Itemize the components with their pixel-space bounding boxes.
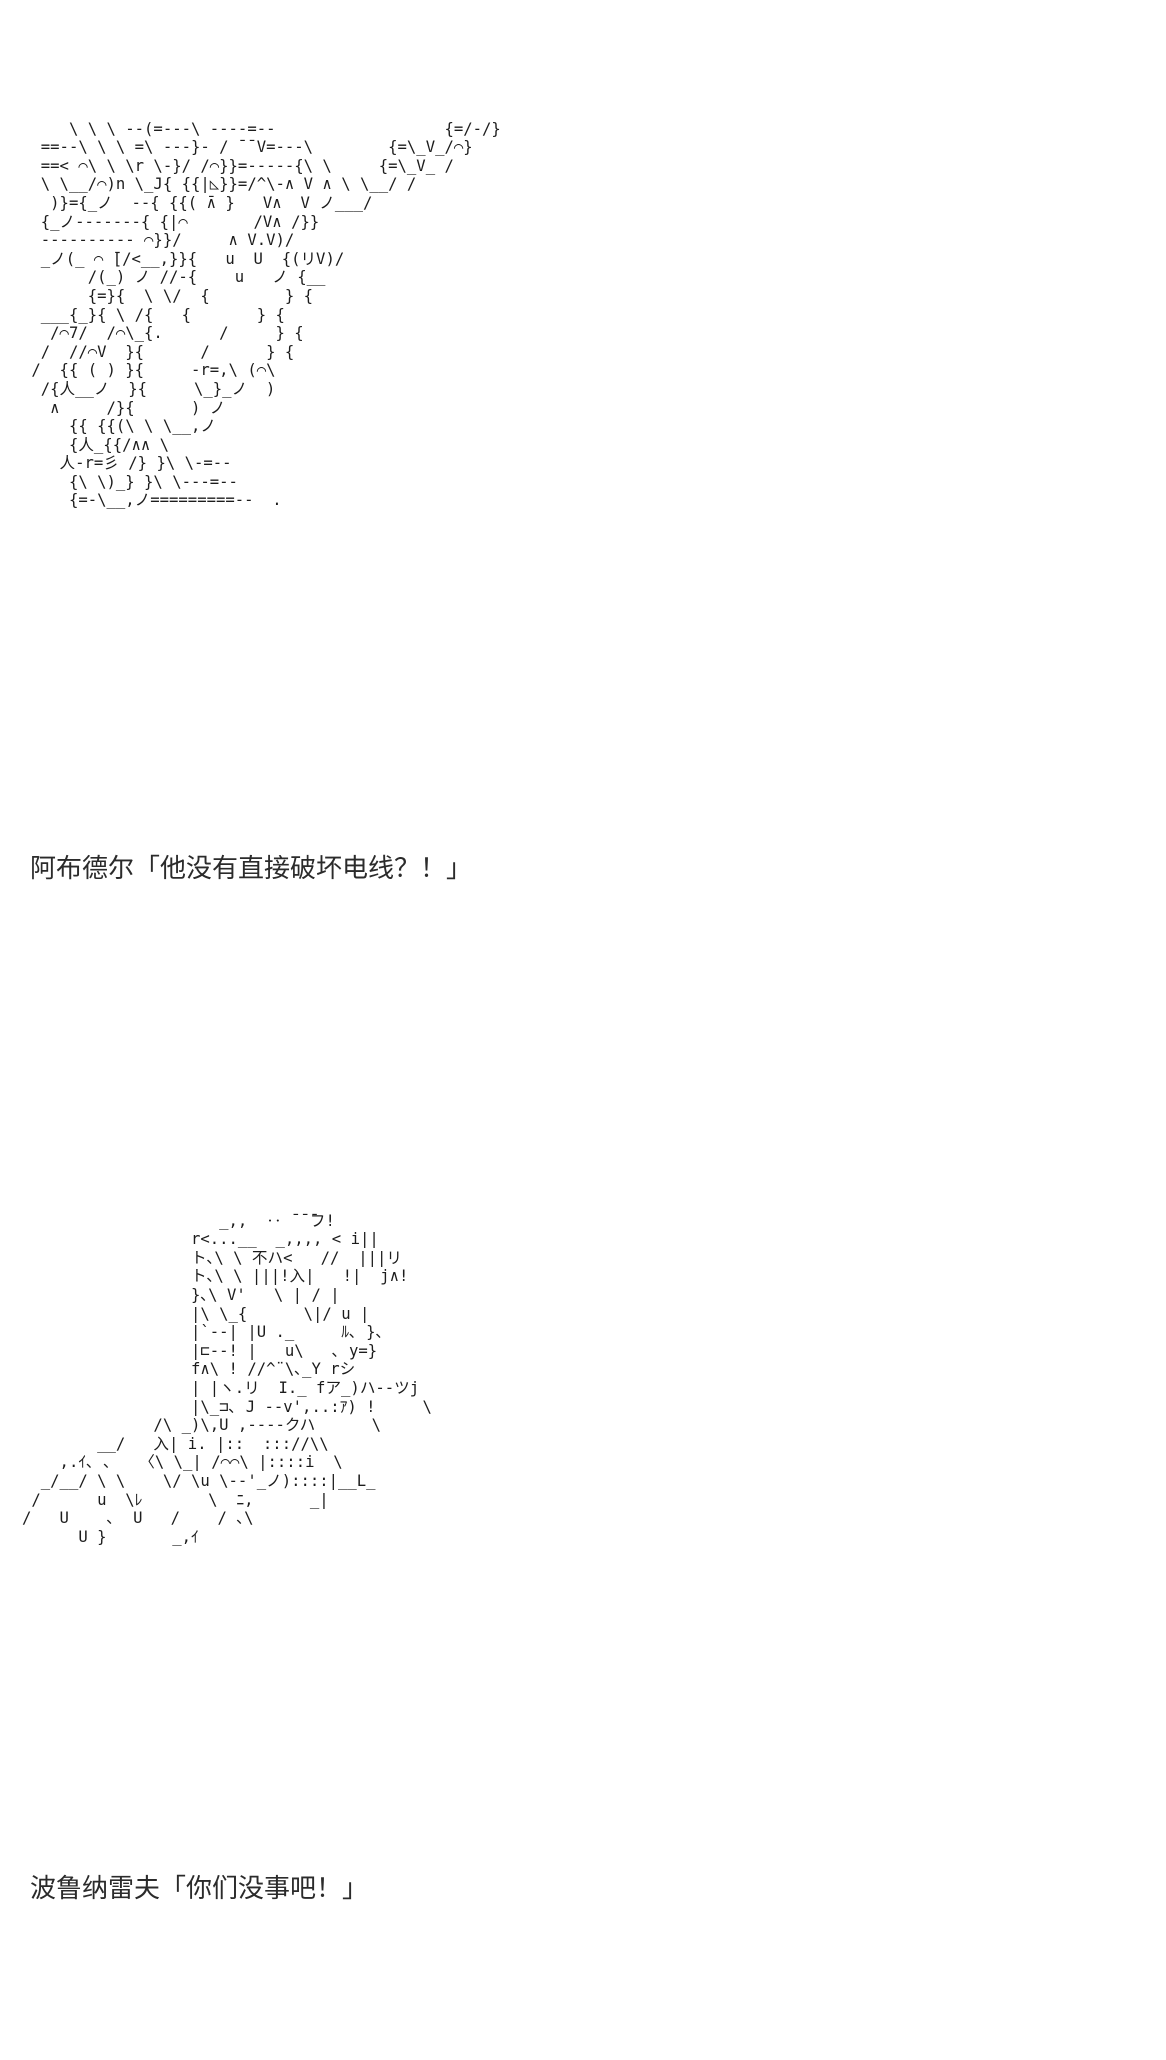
ascii-art-character-reaching-out: _,, ‥ ̄ ̄ ̄フ! r<...__ _,,,, < i|| ト､\ \ … — [22, 1211, 432, 1546]
dialogue-line-polnareff: 波鲁纳雷夫「你们没事吧！」 — [30, 1874, 369, 1904]
ascii-art-hand-grabbing-cable: \ \ \ --(=---\ ----=-- {=/-/} ==--\ \ \ … — [31, 119, 501, 510]
dialogue-line-abdul: 阿布德尔「他没有直接破坏电线？！」 — [30, 854, 473, 884]
